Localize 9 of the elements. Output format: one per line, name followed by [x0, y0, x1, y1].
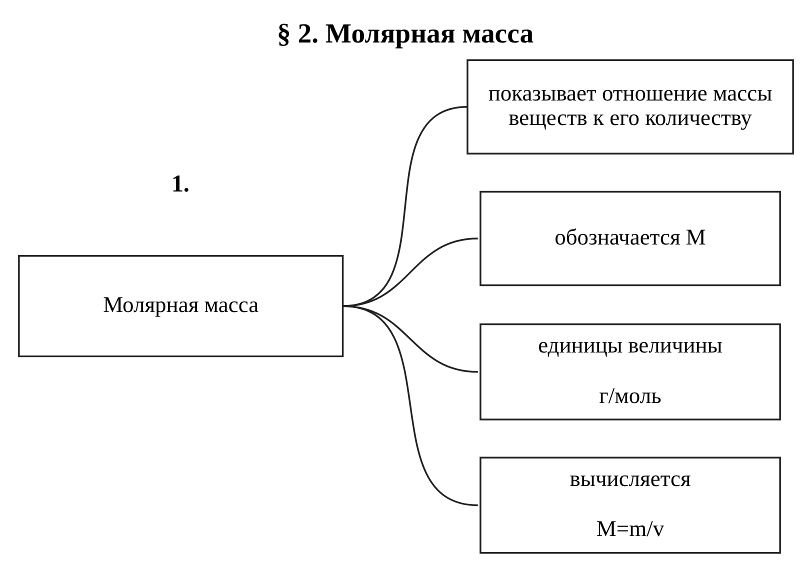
node-box: Молярная масса [18, 254, 344, 358]
connector [342, 238, 478, 307]
node-box: показывает отношение массы веществ к его количеству [466, 59, 794, 155]
label: 1. [171, 170, 190, 198]
connector [342, 305, 478, 506]
node-box: единицы величины г/моль [480, 323, 781, 420]
node-box: обозначается M [480, 190, 781, 286]
node-box: вычисляется M=m/v [480, 456, 781, 554]
diagram-title: § 2. Молярная масса [276, 17, 534, 48]
